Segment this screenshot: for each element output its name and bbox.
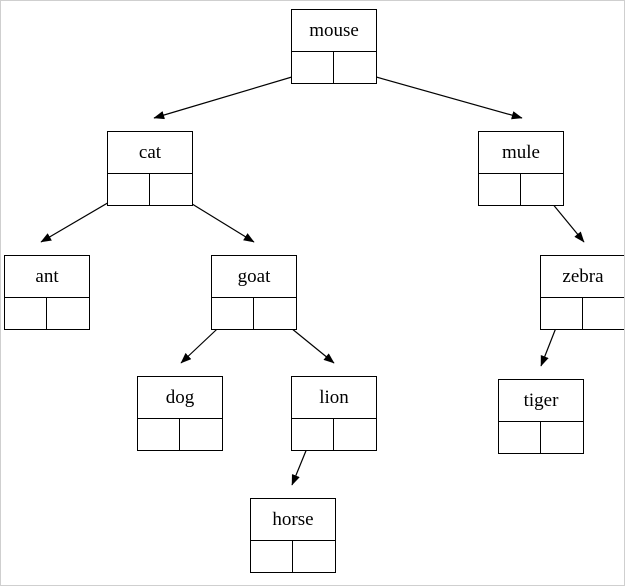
node-pointers-tiger (499, 422, 583, 454)
left-pointer-cell-dog[interactable] (138, 419, 180, 451)
right-pointer-cell-dog[interactable] (180, 419, 222, 451)
right-pointer-cell-ant[interactable] (47, 298, 89, 330)
tree-node-mule[interactable]: mule (478, 131, 564, 206)
right-pointer-cell-goat[interactable] (254, 298, 296, 330)
left-pointer-cell-lion[interactable] (292, 419, 334, 451)
node-label-mouse: mouse (292, 10, 376, 52)
right-pointer-cell-tiger[interactable] (541, 422, 583, 454)
left-pointer-cell-cat[interactable] (108, 174, 150, 206)
node-label-cat: cat (108, 132, 192, 174)
left-pointer-cell-mouse[interactable] (292, 52, 334, 84)
left-pointer-cell-tiger[interactable] (499, 422, 541, 454)
tree-edge-mouse-mule (354, 70, 523, 120)
node-pointers-ant (5, 298, 89, 330)
node-label-ant: ant (5, 256, 89, 298)
tree-node-horse[interactable]: horse (250, 498, 336, 573)
node-pointers-goat (212, 298, 296, 330)
right-pointer-cell-mule[interactable] (521, 174, 563, 206)
tree-node-zebra[interactable]: zebra (540, 255, 624, 330)
node-label-zebra: zebra (541, 256, 624, 298)
tree-node-mouse[interactable]: mouse (291, 9, 377, 84)
right-pointer-cell-zebra[interactable] (583, 298, 624, 330)
node-pointers-dog (138, 419, 222, 451)
tree-node-cat[interactable]: cat (107, 131, 193, 206)
left-pointer-cell-ant[interactable] (5, 298, 47, 330)
node-label-dog: dog (138, 377, 222, 419)
node-pointers-mule (479, 174, 563, 206)
tree-node-ant[interactable]: ant (4, 255, 90, 330)
node-label-mule: mule (479, 132, 563, 174)
left-pointer-cell-horse[interactable] (251, 541, 293, 573)
node-label-tiger: tiger (499, 380, 583, 422)
left-pointer-cell-mule[interactable] (479, 174, 521, 206)
right-pointer-cell-mouse[interactable] (334, 52, 376, 84)
right-pointer-cell-lion[interactable] (334, 419, 376, 451)
node-label-horse: horse (251, 499, 335, 541)
node-pointers-zebra (541, 298, 624, 330)
tree-edge-mouse-cat (153, 70, 313, 120)
tree-node-lion[interactable]: lion (291, 376, 377, 451)
node-pointers-lion (292, 419, 376, 451)
right-pointer-cell-horse[interactable] (293, 541, 335, 573)
node-pointers-cat (108, 174, 192, 206)
tree-node-tiger[interactable]: tiger (498, 379, 584, 454)
right-pointer-cell-cat[interactable] (150, 174, 192, 206)
node-pointers-mouse (292, 52, 376, 84)
node-label-goat: goat (212, 256, 296, 298)
left-pointer-cell-zebra[interactable] (541, 298, 583, 330)
node-pointers-horse (251, 541, 335, 573)
left-pointer-cell-goat[interactable] (212, 298, 254, 330)
tree-node-dog[interactable]: dog (137, 376, 223, 451)
tree-node-goat[interactable]: goat (211, 255, 297, 330)
node-label-lion: lion (292, 377, 376, 419)
